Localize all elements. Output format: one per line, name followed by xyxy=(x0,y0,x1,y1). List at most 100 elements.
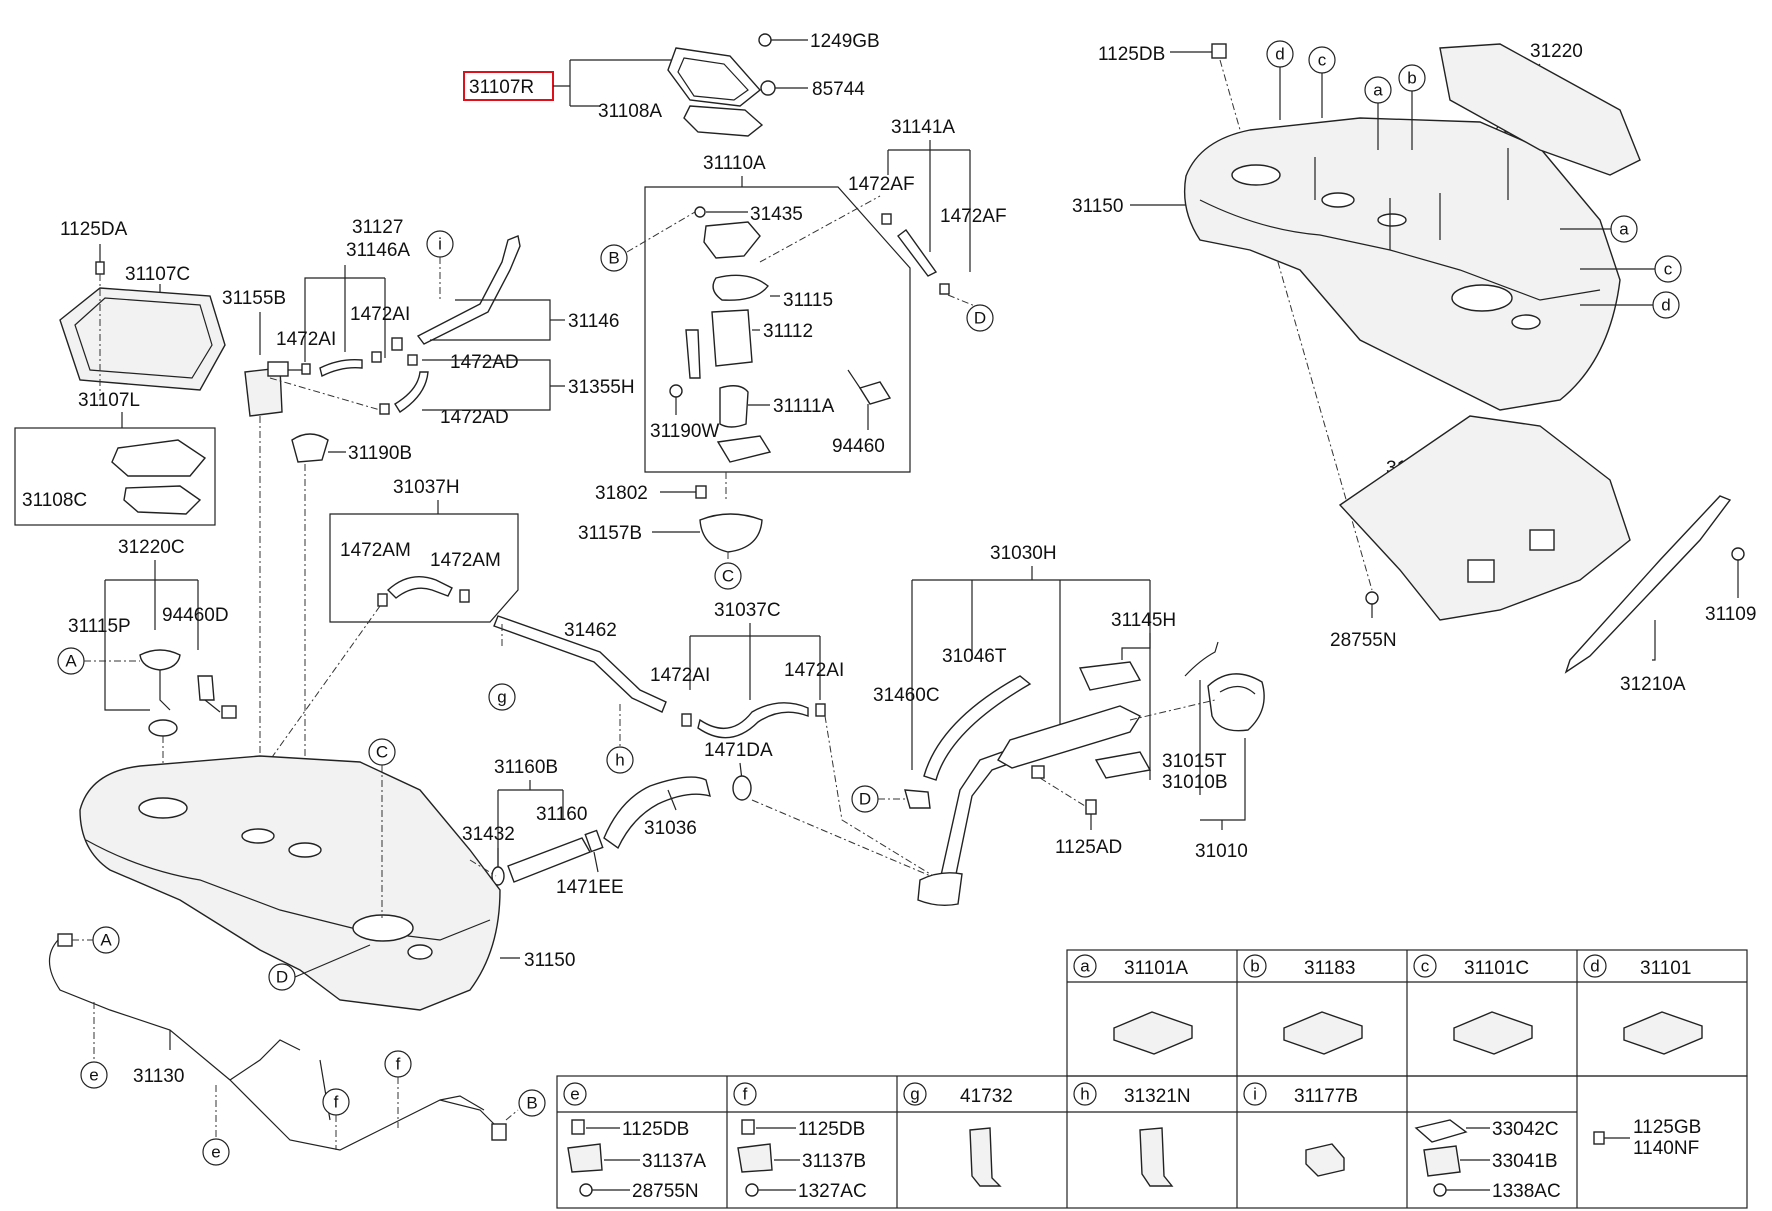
legend-e-sub-0[interactable]: 1125DB xyxy=(622,1119,689,1140)
part-label-31107C[interactable]: 31107C xyxy=(125,264,190,285)
part-label-31111A[interactable]: 31111A xyxy=(773,396,835,417)
sender-94460 xyxy=(858,381,892,405)
legend-f-sub-0[interactable]: 1125DB xyxy=(798,1119,865,1140)
legend-f-sub-1[interactable]: 31137B xyxy=(802,1151,866,1172)
group-31146: i 31146 xyxy=(391,230,619,351)
fitting-31460C xyxy=(904,789,931,809)
group-31037C: 31037C 1472AI 1472AI 1471DA xyxy=(650,600,941,881)
part-label-31046T[interactable]: 31046T xyxy=(942,646,1007,667)
part-label-31108C[interactable]: 31108C xyxy=(22,490,87,511)
part-label-31146[interactable]: 31146 xyxy=(568,311,619,332)
part-label-31460C[interactable]: 31460C xyxy=(873,685,940,706)
part-label-31157B[interactable]: 31157B xyxy=(578,523,642,544)
part-label-31146A[interactable]: 31146A xyxy=(346,240,410,261)
part-label-31037C[interactable]: 31037C xyxy=(714,600,781,621)
part-label-31802[interactable]: 31802 xyxy=(595,483,648,504)
part-label-31010B[interactable]: 31010B xyxy=(1162,772,1228,793)
part-label-1471DA[interactable]: 1471DA xyxy=(704,740,773,761)
part-label-1471EE[interactable]: 1471EE xyxy=(556,877,624,898)
legend-b-sub-0[interactable]: 1125GB xyxy=(1633,1117,1701,1138)
legend-part-a[interactable]: 31101A xyxy=(1124,958,1188,979)
tank-port-4 xyxy=(1451,284,1513,312)
legend-key-g: g xyxy=(910,1085,919,1104)
part-label-31015T[interactable]: 31015T xyxy=(1162,751,1227,772)
part-label-1472AM-b[interactable]: 1472AM xyxy=(430,550,501,571)
legend-m-sub-2[interactable]: 1338AC xyxy=(1492,1181,1561,1202)
legend-f-sub-2[interactable]: 1327AC xyxy=(798,1181,867,1202)
part-label-31150-bot[interactable]: 31150 xyxy=(524,950,575,971)
hose-31146A xyxy=(319,358,363,378)
part-label-31432[interactable]: 31432 xyxy=(462,824,515,845)
part-label-31160[interactable]: 31160 xyxy=(536,804,587,825)
part-label-94460[interactable]: 94460 xyxy=(832,436,885,457)
legend-part-h[interactable]: 31321N xyxy=(1124,1086,1191,1107)
nut-31109 xyxy=(1731,547,1745,561)
kit-box-31107L xyxy=(14,427,216,526)
legend-b-sub-1[interactable]: 1140NF xyxy=(1633,1138,1699,1159)
part-label-31155B[interactable]: 31155B xyxy=(222,288,286,309)
legend-part-i[interactable]: 31177B xyxy=(1294,1086,1358,1107)
part-label-31030H[interactable]: 31030H xyxy=(990,543,1057,564)
part-label-1472AF-b[interactable]: 1472AF xyxy=(940,206,1007,227)
clip-31435 xyxy=(694,206,706,218)
part-label-1472AF-a[interactable]: 1472AF xyxy=(848,174,915,195)
part-label-31462[interactable]: 31462 xyxy=(564,620,617,641)
part-label-31145H[interactable]: 31145H xyxy=(1111,610,1176,631)
part-label-31127[interactable]: 31127 xyxy=(352,217,403,238)
part-label-31115[interactable]: 31115 xyxy=(783,290,833,311)
part-label-31141A[interactable]: 31141A xyxy=(891,117,955,138)
legend-part-d[interactable]: 31101 xyxy=(1640,958,1691,979)
part-label-1472AI-b[interactable]: 1472AI xyxy=(350,304,410,325)
legend-m-sub-1[interactable]: 33041B xyxy=(1492,1151,1558,1172)
sensor-94460D xyxy=(197,675,215,701)
part-label-31108A[interactable]: 31108A xyxy=(598,101,662,122)
part-label-31435[interactable]: 31435 xyxy=(750,204,803,225)
part-label-94460D[interactable]: 94460D xyxy=(162,605,229,626)
part-label-1125DA[interactable]: 1125DA xyxy=(60,219,128,240)
part-label-31190W[interactable]: 31190W xyxy=(650,421,719,442)
part-label-31220C[interactable]: 31220C xyxy=(118,537,185,558)
part-label-28755N-top[interactable]: 28755N xyxy=(1330,630,1397,651)
part-label-31112[interactable]: 31112 xyxy=(763,321,813,342)
part-label-1472AM-a[interactable]: 1472AM xyxy=(340,540,411,561)
clip-1472AF-bot xyxy=(939,283,950,295)
part-label-31036[interactable]: 31036 xyxy=(644,818,697,839)
legend-e-sub-2[interactable]: 28755N xyxy=(632,1181,699,1202)
sender-31220C xyxy=(139,649,181,671)
part-label-31115P[interactable]: 31115P xyxy=(68,616,131,637)
part-label-31010[interactable]: 31010 xyxy=(1195,841,1248,862)
legend-e-sub-1[interactable]: 31137A xyxy=(642,1151,706,1172)
legend-part-b[interactable]: 31183 xyxy=(1304,958,1355,979)
part-label-1125DB-top[interactable]: 1125DB xyxy=(1098,44,1165,65)
bracket-31145H-2 xyxy=(1094,751,1152,779)
legend-cell-module: 33042C 33041B 1338AC xyxy=(1414,1119,1561,1202)
clip-1472AM-right xyxy=(459,589,470,603)
part-label-1472AI-d[interactable]: 1472AI xyxy=(784,660,844,681)
part-label-31130[interactable]: 31130 xyxy=(133,1066,184,1087)
legend-part-g[interactable]: 41732 xyxy=(960,1086,1013,1107)
part-label-31107R[interactable]: 31107R xyxy=(469,77,534,98)
part-label-85744[interactable]: 85744 xyxy=(812,79,865,100)
legend-m-sub-0[interactable]: 33042C xyxy=(1492,1119,1559,1140)
part-label-1249GB[interactable]: 1249GB xyxy=(810,31,880,52)
part-label-31355H[interactable]: 31355H xyxy=(568,377,635,398)
part-label-31210A[interactable]: 31210A xyxy=(1620,674,1686,695)
part-label-1125AD[interactable]: 1125AD xyxy=(1055,837,1122,858)
part-label-1472AI-c[interactable]: 1472AI xyxy=(650,665,710,686)
ref-letter-d-1: d xyxy=(1275,45,1284,64)
group-31107R: 31107R 31108A 1249GB 85744 xyxy=(463,31,880,137)
part-label-31110A[interactable]: 31110A xyxy=(703,153,766,174)
part-label-31150-top[interactable]: 31150 xyxy=(1072,196,1123,217)
part-label-1472AD-a[interactable]: 1472AD xyxy=(450,352,519,373)
part-label-1472AI-a[interactable]: 1472AI xyxy=(276,329,336,350)
part-label-31107L[interactable]: 31107L xyxy=(78,390,140,411)
part-label-31160B[interactable]: 31160B xyxy=(494,757,558,778)
part-label-31109[interactable]: 31109 xyxy=(1705,604,1756,625)
ref-circle-A-bot xyxy=(92,926,120,954)
legend-part-c[interactable]: 31101C xyxy=(1464,958,1529,979)
part-label-31190B[interactable]: 31190B xyxy=(348,443,412,464)
part-label-1472AD-b[interactable]: 1472AD xyxy=(440,407,509,428)
part-label-31220[interactable]: 31220 xyxy=(1530,41,1583,62)
part-label-31037H[interactable]: 31037H xyxy=(393,477,460,498)
kit-gasket xyxy=(123,485,202,515)
